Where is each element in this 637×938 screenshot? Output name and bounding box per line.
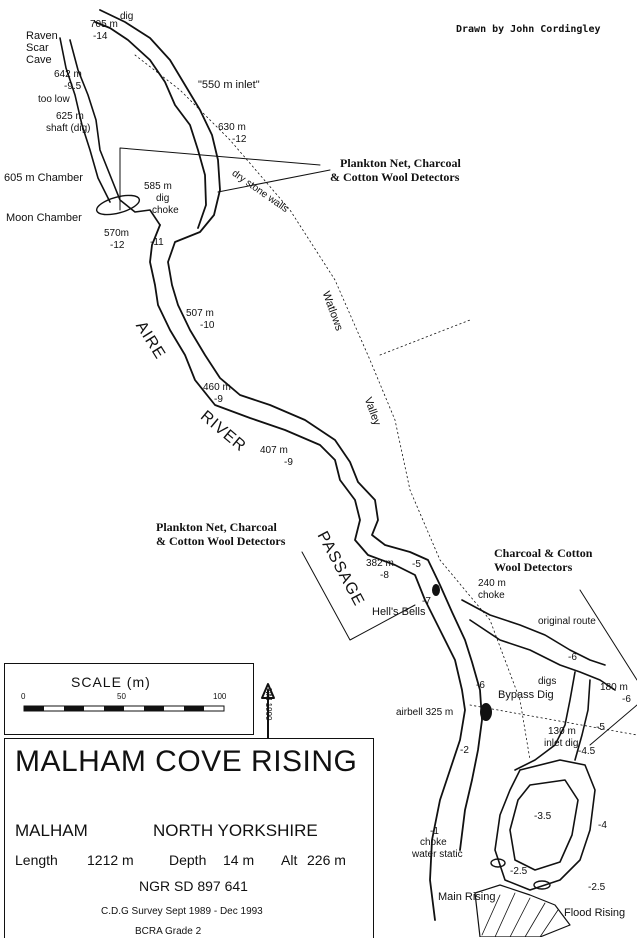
title-survey: C.D.G Survey Sept 1989 - Dec 1993: [101, 906, 263, 917]
label-minus-11: -11: [150, 237, 164, 248]
title-alt-label: Alt: [281, 852, 298, 868]
label-plankton-2-line1: Plankton Net, Charcoal: [156, 520, 277, 534]
surface-line-dotted-2: [379, 319, 637, 736]
scale-tick-100: 100: [213, 692, 227, 701]
label-minus-1: -1: [430, 826, 439, 837]
moon-chamber: [95, 194, 141, 216]
label-hells-bells: Hell's Bells: [372, 606, 426, 618]
label-moon-chamber: Moon Chamber: [6, 212, 82, 224]
title-length-value: 1212 m: [87, 852, 134, 868]
title-alt-value: 226 m: [307, 852, 346, 868]
label-water-static: water static: [412, 849, 463, 860]
label-cave: Cave: [26, 54, 52, 66]
label-460-depth: -9: [214, 394, 223, 405]
label-minus-2: -2: [460, 745, 469, 756]
scale-tick-50: 50: [117, 692, 126, 701]
title-ngr: NGR SD 897 641: [139, 878, 248, 894]
detector-leader-2: [301, 551, 416, 641]
label-minus-2-5b: -2.5: [588, 882, 606, 893]
passage-left-wall: [94, 21, 466, 921]
label-scar: Scar: [26, 42, 49, 54]
label-minus-4-5: -4.5: [578, 746, 596, 757]
label-digs: digs: [538, 676, 557, 687]
east-branch: [461, 599, 616, 771]
label-minus-5b: -5: [596, 722, 605, 733]
label-original-route: original route: [538, 616, 596, 627]
label-minus-4: -4: [598, 820, 607, 831]
label-407: 407 m: [260, 445, 288, 456]
main-rising-hatch: [474, 884, 571, 937]
detector-leader-1: [119, 147, 331, 211]
label-407-depth: -9: [284, 457, 293, 468]
label-bypass-dig: Bypass Dig: [498, 689, 554, 701]
detector-leader-3: [579, 589, 637, 746]
title-block: MALHAM COVE RISING MALHAM NORTH YORKSHIR…: [4, 738, 374, 938]
label-630: 630 m: [218, 122, 246, 133]
label-382: 382 m: [366, 558, 394, 569]
label-minus-6a: -6: [568, 652, 577, 663]
title-county: NORTH YORKSHIRE: [153, 821, 318, 840]
label-minus-7: -7: [422, 596, 431, 607]
west-passage: [59, 37, 161, 226]
label-630-depth: -12: [232, 134, 247, 145]
label-flood-rising: Flood Rising: [564, 907, 626, 919]
label-460: 460 m: [203, 382, 231, 393]
scale-bar: [23, 705, 225, 712]
scale-tick-0: 0: [21, 692, 26, 701]
passage-right-wall: [99, 9, 483, 851]
label-642-depth: -9.5: [64, 81, 82, 92]
label-240-choke: choke: [478, 590, 505, 601]
label-minus-6b: -6: [476, 680, 485, 691]
label-180: 180 m: [600, 682, 628, 693]
north-label: NM 1990: [264, 688, 273, 721]
label-570: 570m: [104, 228, 130, 239]
label-507-depth: -10: [200, 320, 215, 331]
title-length-label: Length: [15, 852, 58, 868]
title-grade: BCRA Grade 2: [135, 926, 202, 937]
label-raven: Raven: [26, 30, 58, 42]
label-minus-2-5a: -2.5: [510, 866, 528, 877]
title-main: MALHAM COVE RISING: [15, 745, 358, 778]
north-arrow: [261, 683, 275, 746]
label-550-inlet: "550 m inlet": [198, 79, 260, 91]
label-705-depth: -14: [93, 31, 108, 42]
label-605-chamber: 605 m Chamber: [4, 172, 83, 184]
label-airbell: airbell 325 m: [396, 707, 454, 718]
label-130: 130 m: [548, 726, 576, 737]
label-382-depth: -8: [380, 570, 389, 581]
title-place: MALHAM: [15, 821, 88, 840]
label-minus-3-5: -3.5: [534, 811, 552, 822]
label-570-depth: -12: [110, 240, 125, 251]
label-585-choke: choke: [152, 205, 179, 216]
label-180-depth: -6: [622, 694, 631, 705]
label-inlet-dig: inlet dig: [544, 738, 579, 749]
label-choke-water: choke: [420, 837, 447, 848]
label-plankton-1-line2: & Cotton Wool Detectors: [330, 170, 460, 184]
surface-line-dotted: [134, 54, 531, 761]
flood-rising-loop: [494, 759, 596, 891]
scale-box: SCALE (m) 0 50 100: [4, 663, 254, 735]
label-625: 625 m: [56, 111, 84, 122]
label-705: 705 m: [90, 19, 118, 30]
title-depth-label: Depth: [169, 852, 207, 868]
label-too-low: too low: [38, 94, 70, 105]
title-depth-value: 14 m: [223, 852, 255, 868]
label-charcoal-line2: Wool Detectors: [494, 560, 573, 574]
label-main-rising: Main Rising: [438, 891, 496, 903]
label-507: 507 m: [186, 308, 214, 319]
label-585: 585 m: [144, 181, 172, 192]
label-charcoal-line1: Charcoal & Cotton: [494, 546, 593, 560]
label-plankton-2-line2: & Cotton Wool Detectors: [156, 534, 286, 548]
scale-title: SCALE (m): [71, 674, 151, 690]
label-585-dig: dig: [156, 193, 170, 204]
credit-text: Drawn by John Cordingley: [456, 24, 601, 35]
label-shaft: shaft (dig): [46, 123, 91, 134]
label-240: 240 m: [478, 578, 506, 589]
label-minus-5a: -5: [412, 559, 421, 570]
label-plankton-1-line1: Plankton Net, Charcoal: [340, 156, 461, 170]
label-dig-top: dig: [120, 11, 134, 22]
label-642: 642 m: [54, 69, 82, 80]
